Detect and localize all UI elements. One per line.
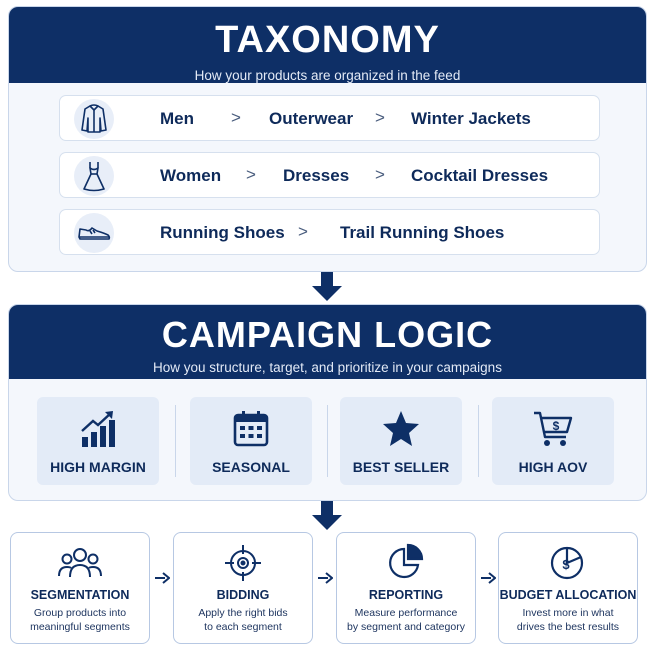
tile-label: HIGH MARGIN bbox=[50, 459, 146, 475]
taxonomy-panel: TAXONOMY How your products are organized… bbox=[8, 6, 647, 272]
svg-text:$: $ bbox=[562, 557, 570, 572]
step-description: Invest more in what drives the best resu… bbox=[503, 606, 633, 634]
star-icon bbox=[383, 411, 419, 446]
tile-high-margin: HIGH MARGIN bbox=[37, 397, 159, 485]
taxonomy-level-3: Winter Jackets bbox=[411, 109, 531, 128]
dress-icon bbox=[74, 156, 114, 196]
step-title: REPORTING bbox=[368, 588, 444, 602]
campaign-title: CAMPAIGN LOGIC bbox=[161, 314, 494, 355]
divider bbox=[327, 405, 328, 477]
step-description: Group products into meaningful segments bbox=[15, 606, 145, 634]
tile-seasonal: SEASONAL bbox=[190, 397, 312, 485]
divider bbox=[175, 405, 176, 477]
step-desc-line: Measure performance bbox=[354, 607, 458, 619]
taxonomy-level-1: Men bbox=[160, 109, 194, 128]
tile-high-aov: $ HIGH AOV bbox=[492, 397, 614, 485]
tile-label: BEST SELLER bbox=[352, 459, 450, 475]
step-desc-line: by segment and category bbox=[347, 621, 465, 633]
taxonomy-level-2: Outerwear bbox=[269, 109, 354, 128]
chevron-right-icon: > bbox=[375, 165, 385, 184]
step-desc-line: Apply the right bids bbox=[198, 607, 288, 619]
taxonomy-level-2: Trail Running Shoes bbox=[340, 223, 505, 242]
chevron-right-icon: > bbox=[231, 108, 241, 127]
step-segmentation: SEGMENTATION Group products into meaning… bbox=[10, 532, 150, 644]
arrow-right-icon bbox=[318, 572, 333, 584]
step-description: Measure performance by segment and categ… bbox=[341, 606, 471, 634]
pie-chart-icon bbox=[389, 543, 424, 579]
tile-best-seller: BEST SELLER bbox=[340, 397, 462, 485]
step-description: Apply the right bids to each segment bbox=[178, 606, 308, 634]
divider bbox=[478, 405, 479, 477]
chevron-right-icon: > bbox=[246, 165, 256, 184]
step-bidding: BIDDING Apply the right bids to each seg… bbox=[173, 532, 313, 644]
step-desc-line: to each segment bbox=[204, 621, 282, 633]
step-desc-line: drives the best results bbox=[516, 621, 620, 633]
arrow-right-icon bbox=[155, 572, 170, 584]
step-title: BIDDING bbox=[216, 588, 270, 602]
tile-label: SEASONAL bbox=[212, 459, 290, 475]
taxonomy-subtitle: How your products are organized in the f… bbox=[194, 68, 461, 83]
step-title: SEGMENTATION bbox=[30, 588, 130, 602]
taxonomy-level-3: Cocktail Dresses bbox=[411, 166, 549, 185]
chevron-right-icon: > bbox=[375, 108, 385, 127]
people-group-icon bbox=[58, 548, 102, 578]
campaign-logic-panel: CAMPAIGN LOGIC How you structure, target… bbox=[8, 304, 647, 501]
campaign-subtitle: How you structure, target, and prioritiz… bbox=[153, 360, 502, 375]
step-desc-line: Group products into bbox=[33, 607, 127, 619]
jacket-icon bbox=[74, 99, 114, 139]
taxonomy-level-2: Dresses bbox=[283, 166, 350, 185]
step-title: BUDGET ALLOCATION bbox=[499, 588, 637, 602]
calendar-icon bbox=[233, 411, 269, 447]
taxonomy-row-shoes: Running Shoes > Trail Running Shoes bbox=[59, 209, 600, 255]
taxonomy-level-1: Women bbox=[160, 166, 222, 185]
taxonomy-row-women: Women > Dresses > Cocktail Dresses bbox=[59, 152, 600, 198]
step-reporting: REPORTING Measure performance by segment… bbox=[336, 532, 476, 644]
arrow-down-icon bbox=[312, 272, 342, 301]
taxonomy-level-1: Running Shoes bbox=[160, 223, 285, 242]
campaign-header: CAMPAIGN LOGIC How you structure, target… bbox=[9, 305, 646, 379]
taxonomy-title: TAXONOMY bbox=[215, 19, 440, 61]
step-budget-allocation: $ BUDGET ALLOCATION Invest more in what … bbox=[498, 532, 638, 644]
step-desc-line: Invest more in what bbox=[522, 607, 614, 619]
arrow-right-icon bbox=[481, 572, 496, 584]
taxonomy-header: TAXONOMY How your products are organized… bbox=[9, 7, 646, 83]
step-desc-line: meaningful segments bbox=[30, 621, 130, 633]
shopping-cart-dollar-icon: $ bbox=[534, 411, 573, 446]
arrow-down-icon bbox=[312, 501, 342, 530]
chevron-right-icon: > bbox=[298, 222, 308, 241]
target-icon bbox=[225, 545, 261, 581]
taxonomy-row-men: Men > Outerwear > Winter Jackets bbox=[59, 95, 600, 141]
bar-chart-up-icon bbox=[81, 411, 115, 447]
svg-text:$: $ bbox=[553, 419, 560, 433]
shoe-icon bbox=[74, 213, 114, 253]
budget-pie-dollar-icon: $ bbox=[550, 546, 584, 580]
tile-label: HIGH AOV bbox=[518, 459, 588, 475]
